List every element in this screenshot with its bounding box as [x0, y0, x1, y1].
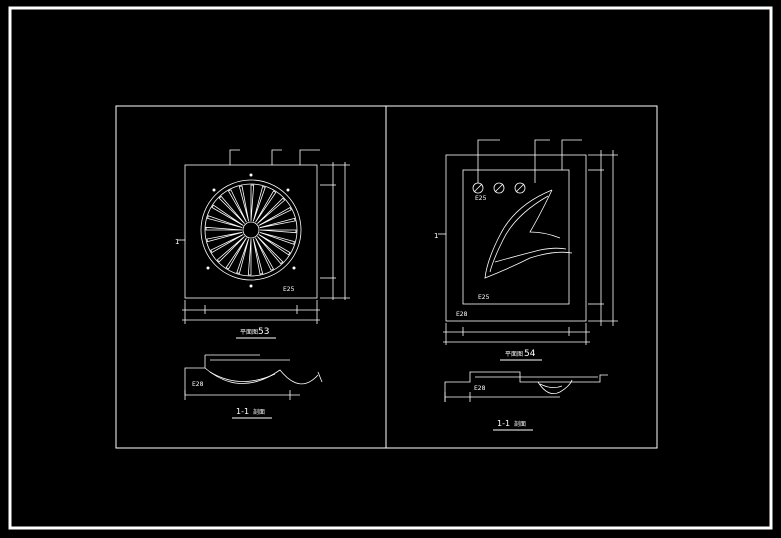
- rosette-ray: [259, 229, 297, 234]
- right-plan-title-cjk: 平面图: [505, 351, 523, 358]
- rosette-ray: [238, 185, 250, 222]
- right-section-title: 1-1 剖面: [493, 419, 533, 431]
- rosette-ray: [259, 231, 295, 245]
- leaf-vein: [529, 189, 561, 239]
- left-section-title-number: 1-1: [236, 407, 249, 416]
- right-section-marker: 1: [434, 232, 438, 240]
- rosette-inner-circle: [204, 183, 298, 277]
- leader-line: [561, 139, 582, 170]
- left-plan-title-cjk: 平面图: [240, 329, 258, 336]
- rosette-ray: [227, 189, 247, 223]
- right-plan-outline: [445, 154, 587, 322]
- rosette-ray: [255, 190, 277, 223]
- left-plan-title: 平面图 53: [236, 327, 276, 339]
- rosette-ray: [250, 184, 255, 222]
- rosette-ray: [210, 234, 244, 254]
- right-section-view: [444, 371, 608, 402]
- rosette-ray: [259, 217, 296, 229]
- rosette-ray: [252, 238, 264, 275]
- leader-line: [229, 149, 240, 165]
- rosette-hub: [242, 221, 260, 239]
- right-section-title-cjk: 剖面: [514, 420, 526, 428]
- leader-line: [534, 139, 550, 183]
- rosette-ray: [257, 197, 286, 224]
- left-section-view: [184, 354, 323, 400]
- rosette-ray: [218, 195, 245, 224]
- rosette-rays: [205, 184, 297, 276]
- rosette-outer-circle: [200, 179, 302, 281]
- rosette-ray: [255, 237, 275, 271]
- leaf-outline: [484, 189, 573, 279]
- left-plan-view: [178, 149, 350, 324]
- right-plan-inner-panel: [462, 169, 570, 305]
- right-plan-elev-label: E25: [478, 294, 490, 301]
- rosette-ray: [258, 206, 292, 226]
- leader-line: [299, 149, 320, 165]
- left-section-title-cjk: 剖面: [253, 408, 265, 416]
- rosette-ray: [206, 231, 243, 243]
- left-section-elev-label: E28: [192, 381, 204, 388]
- rosette-ray: [252, 186, 266, 222]
- right-plan-elev-label: E28: [456, 311, 468, 318]
- leaf-inner-line: [489, 195, 549, 273]
- rosette-ray: [247, 238, 252, 276]
- rosette-ray: [211, 204, 244, 226]
- right-section-elev-label: E28: [474, 385, 486, 392]
- right-plan-view: [438, 139, 618, 345]
- fixture-circle: [493, 182, 505, 194]
- left-plan-title-number: 53: [258, 327, 269, 337]
- rosette-ray: [207, 215, 243, 229]
- rosette-ray: [236, 238, 250, 274]
- rosette-ray: [225, 237, 247, 270]
- right-plan-elev-label: E25: [475, 195, 487, 202]
- rosette-ray: [205, 226, 243, 231]
- rosette-ray: [258, 234, 291, 256]
- fixture-circle: [514, 182, 526, 194]
- rosette-ray: [216, 236, 245, 263]
- left-section-title: 1-1 剖面: [232, 407, 272, 419]
- leader-line: [477, 139, 500, 183]
- left-plan-outline: [184, 164, 318, 299]
- left-plan-elev-label: E25: [283, 286, 295, 293]
- right-plan-title-number: 54: [524, 349, 536, 359]
- left-section-marker: 1: [175, 238, 179, 246]
- right-plan-title: 平面图 54: [500, 349, 542, 361]
- sheet-outer-border: [8, 6, 773, 530]
- leader-line: [271, 149, 282, 165]
- rosette-ray: [257, 236, 284, 265]
- right-section-title-number: 1-1: [497, 419, 510, 428]
- left-plan-small-marks: [206, 173, 296, 288]
